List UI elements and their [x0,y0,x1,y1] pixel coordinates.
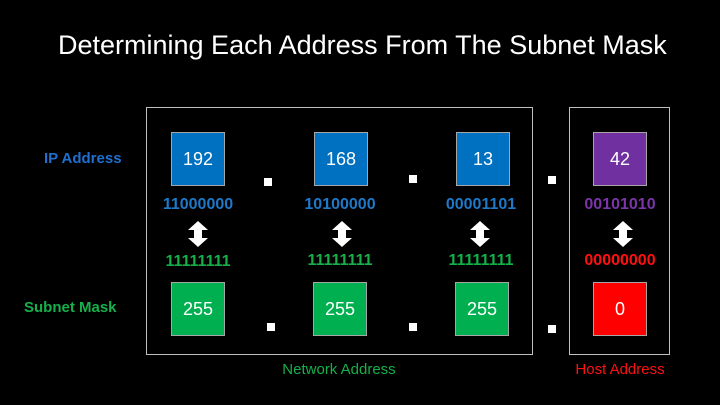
double-arrow-icon [470,221,490,247]
mask-octet-4-binary: 00000000 [584,252,656,269]
ip-octet-3-box: 13 [456,132,510,186]
host-address-caption: Host Address [575,361,665,378]
double-arrow-icon [613,221,633,247]
ip-octet-2-binary: 10100000 [304,196,376,213]
double-arrow-icon [188,221,208,247]
host-portion-frame [569,107,670,355]
mask-octet-2-binary: 11111111 [307,252,373,269]
mask-octet-3-box: 255 [455,282,509,336]
dot-separator [409,175,417,183]
ip-address-label: IP Address [44,150,122,167]
dot-separator [264,178,272,186]
subnet-mask-label: Subnet Mask [24,299,117,316]
dot-separator [548,325,556,333]
slide-title: Determining Each Address From The Subnet… [58,30,667,60]
ip-octet-4-box: 42 [593,132,647,186]
mask-octet-1-box: 255 [171,282,225,336]
ip-octet-4-binary: 00101010 [584,196,656,213]
ip-octet-2-box: 168 [314,132,368,186]
mask-octet-3-binary: 11111111 [448,252,514,269]
mask-octet-2-box: 255 [313,282,367,336]
dot-separator [409,323,417,331]
double-arrow-icon [332,221,352,247]
ip-octet-1-binary: 11000000 [162,196,234,213]
dot-separator [267,323,275,331]
mask-octet-4-box: 0 [593,282,647,336]
ip-octet-3-binary: 00001101 [445,196,517,213]
mask-octet-1-binary: 11111111 [165,253,231,270]
ip-octet-1-box: 192 [171,132,225,186]
network-address-caption: Network Address [282,361,396,378]
dot-separator [548,176,556,184]
network-portion-frame [146,107,533,355]
